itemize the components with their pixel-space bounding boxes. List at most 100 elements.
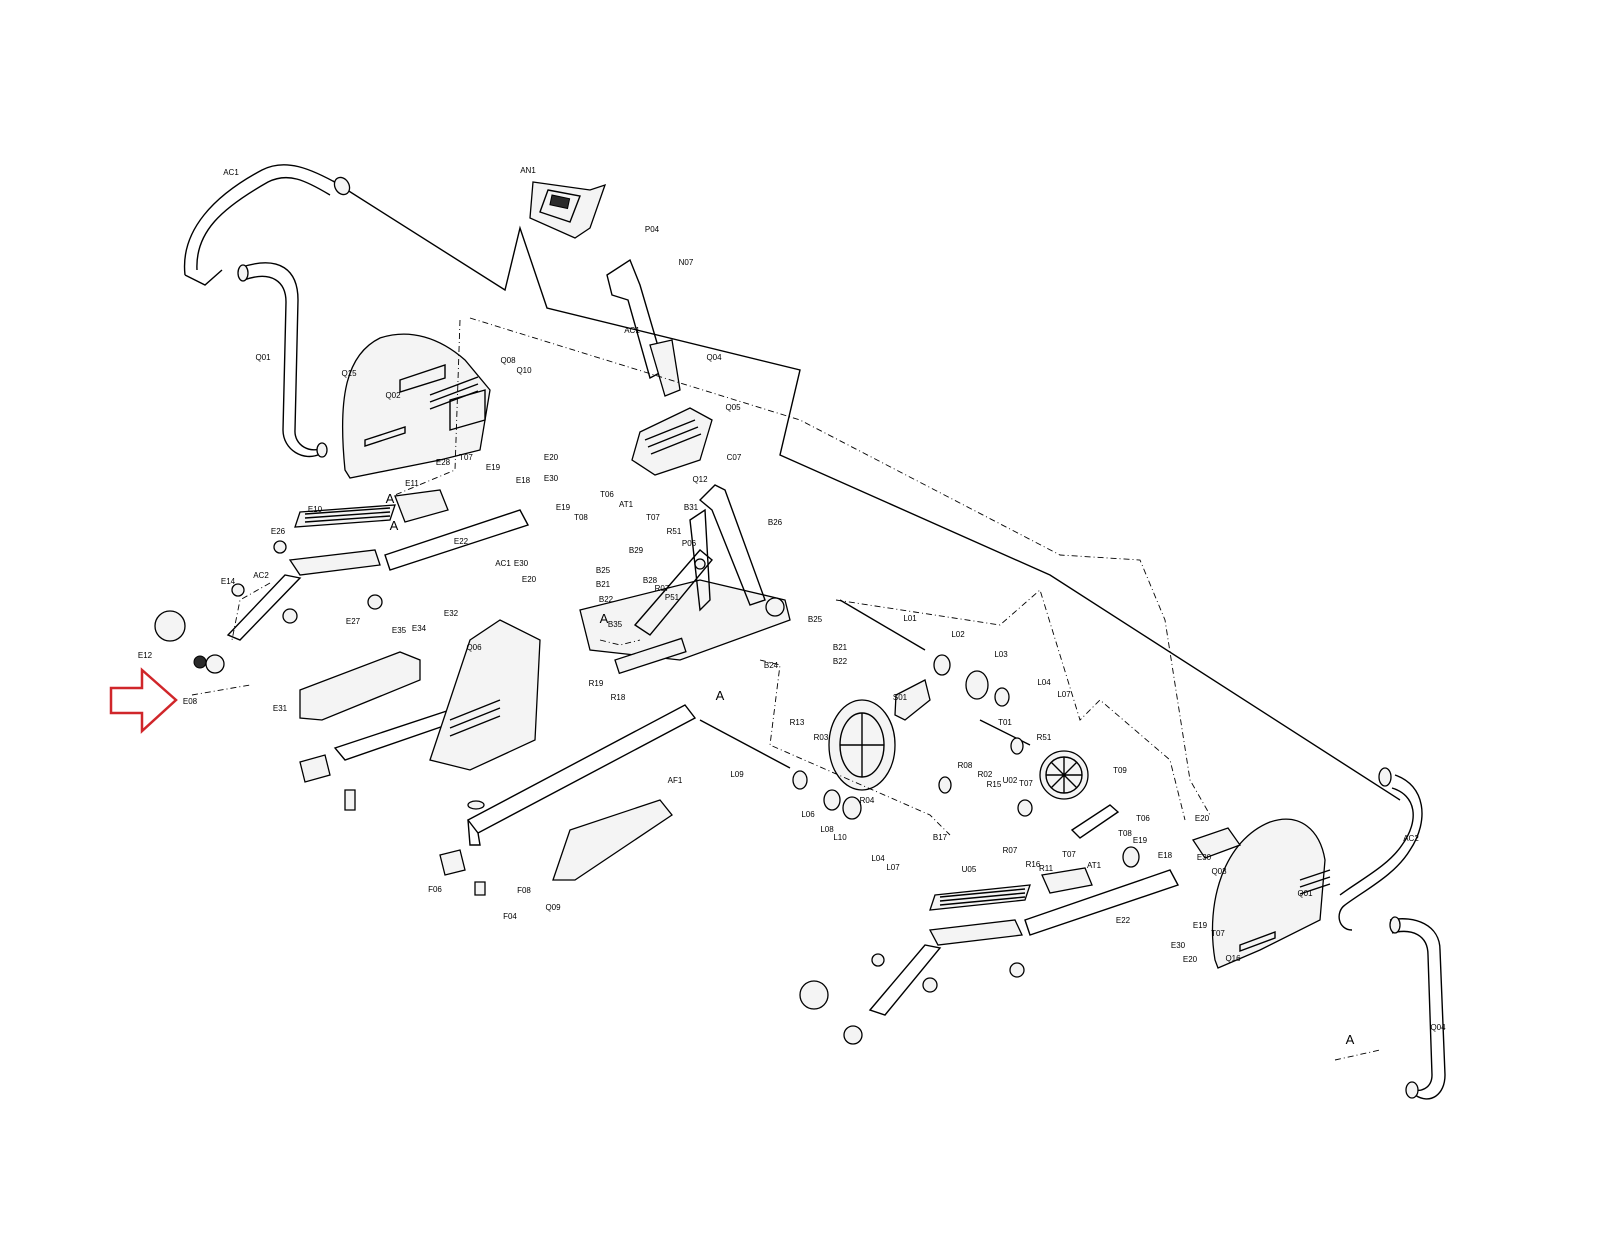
callout-label: E22 <box>1116 916 1131 925</box>
callout-label: T06 <box>600 490 614 499</box>
callout-label: L04 <box>1037 678 1051 687</box>
section-mark: A <box>390 518 399 533</box>
callout-label: R07 <box>655 584 670 593</box>
callout-label: L08 <box>820 825 834 834</box>
callout-label: B29 <box>629 546 644 555</box>
callout-label: AC1 <box>223 168 239 177</box>
assembly-paths <box>191 317 1381 1061</box>
right-handlebar <box>1338 767 1446 1100</box>
callout-label: E20 <box>1183 955 1198 964</box>
callout-label: AC2 <box>1403 834 1419 843</box>
callout-label: Q15 <box>341 369 357 378</box>
callout-label: E32 <box>444 609 459 618</box>
callout-label: B25 <box>808 615 823 624</box>
section-mark: A <box>716 688 725 703</box>
callout-label: AF1 <box>668 776 683 785</box>
callout-label: R15 <box>987 780 1002 789</box>
callout-label: AC2 <box>253 571 269 580</box>
callout-label: B17 <box>933 833 948 842</box>
callout-label: R51 <box>1037 733 1052 742</box>
callout-label: AT1 <box>619 500 634 509</box>
callout-label: R03 <box>814 733 829 742</box>
console <box>529 181 607 239</box>
callout-label: Q06 <box>466 643 482 652</box>
callout-label: E12 <box>138 651 153 660</box>
callout-label: R16 <box>1026 860 1041 869</box>
callout-label: R51 <box>667 527 682 536</box>
callout-label: F04 <box>503 912 517 921</box>
callout-label: C07 <box>727 453 742 462</box>
callout-label: T06 <box>1136 814 1150 823</box>
callout-label: E27 <box>346 617 361 626</box>
indicator-arrow-icon <box>109 667 178 734</box>
left-shroud <box>341 333 491 479</box>
callout-label: Q05 <box>725 403 741 412</box>
callout-label: L02 <box>951 630 965 639</box>
section-mark: A <box>600 611 609 626</box>
callout-label: E35 <box>392 626 407 635</box>
callout-label: S01 <box>893 693 908 702</box>
section-mark: A <box>1346 1032 1355 1047</box>
callout-label: B26 <box>768 518 783 527</box>
callout-label: L10 <box>833 833 847 842</box>
callout-label: E26 <box>271 527 286 536</box>
callout-label: T07 <box>1019 779 1033 788</box>
callout-label: B25 <box>596 566 611 575</box>
callout-label: Q08 <box>500 356 516 365</box>
callout-label: R11 <box>1039 864 1054 873</box>
callout-label: E08 <box>183 697 198 706</box>
callout-label: P51 <box>665 593 680 602</box>
callout-label: P04 <box>645 225 660 234</box>
callout-label: L03 <box>994 650 1008 659</box>
callout-label: E19 <box>486 463 501 472</box>
callout-label: E19 <box>1193 921 1208 930</box>
callout-label: L09 <box>730 770 744 779</box>
callout-label: E20 <box>522 575 537 584</box>
callout-label: E20 <box>544 453 559 462</box>
callout-label: AC1 <box>495 559 511 568</box>
callout-label: B28 <box>643 576 658 585</box>
callout-label: F06 <box>428 885 442 894</box>
callout-label: E30 <box>544 474 559 483</box>
callout-label: T01 <box>998 718 1012 727</box>
callout-label: E34 <box>412 624 427 633</box>
callout-label: R02 <box>978 770 993 779</box>
callout-label: T07 <box>1211 929 1225 938</box>
callout-label: T08 <box>574 513 588 522</box>
callout-label: R04 <box>860 796 875 805</box>
right-shroud <box>1191 818 1331 969</box>
callout-label: L06 <box>801 810 815 819</box>
callout-label: E18 <box>1158 851 1173 860</box>
callout-label: T08 <box>1118 829 1132 838</box>
callout-label: E10 <box>308 505 323 514</box>
callout-label: Q03 <box>1211 867 1227 876</box>
callout-label: E14 <box>221 577 236 586</box>
callout-label: R13 <box>790 718 805 727</box>
callout-label: L07 <box>886 863 900 872</box>
callout-label: AT1 <box>1087 861 1102 870</box>
callout-label: E30 <box>1197 853 1212 862</box>
callout-label: E19 <box>1133 836 1148 845</box>
callout-label: L07 <box>1057 690 1071 699</box>
callout-label: B21 <box>596 580 611 589</box>
callout-label: B24 <box>764 661 779 670</box>
callout-label: L01 <box>903 614 917 623</box>
callout-label: E30 <box>1171 941 1186 950</box>
callout-label: Q01 <box>255 353 271 362</box>
callout-label: R07 <box>1003 846 1018 855</box>
assembly-guide-line <box>332 180 1401 801</box>
callout-label: R08 <box>958 761 973 770</box>
callout-label: R19 <box>589 679 604 688</box>
callout-label: R18 <box>611 693 626 702</box>
callout-label: Q04 <box>706 353 722 362</box>
flywheel-assembly <box>699 599 1140 868</box>
callout-label: N07 <box>679 258 694 267</box>
callout-label: Q16 <box>1225 954 1241 963</box>
left-handlebar <box>183 164 351 458</box>
callout-label: E18 <box>516 476 531 485</box>
callout-label: E31 <box>273 704 288 713</box>
callout-label: T07 <box>1062 850 1076 859</box>
main-frame <box>579 484 791 675</box>
